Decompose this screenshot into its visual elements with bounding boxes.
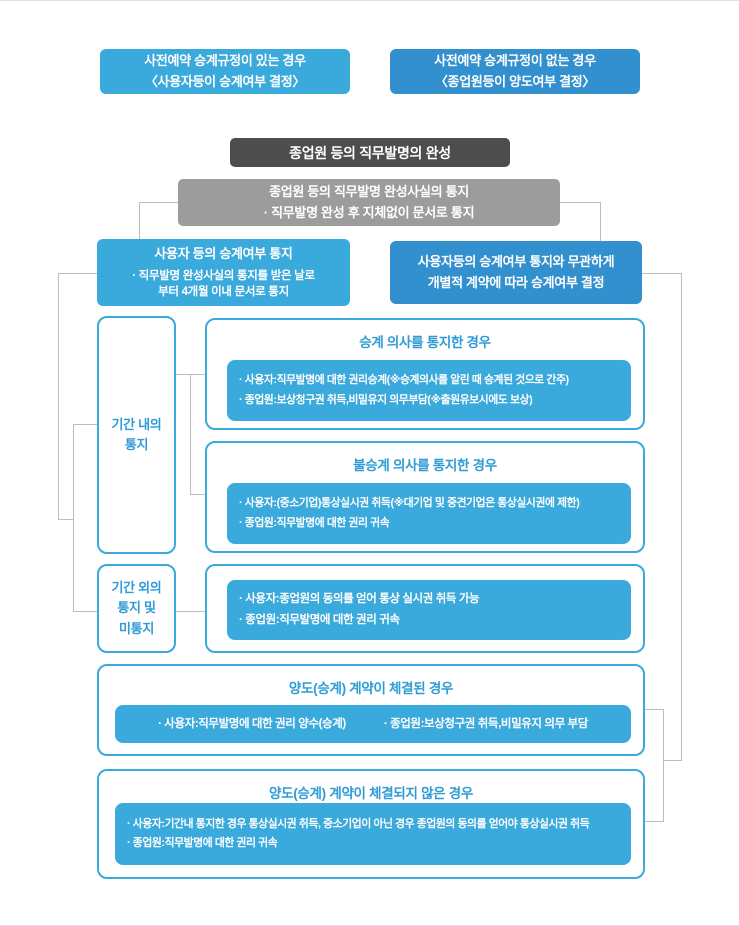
connector-independent-out-h [642,273,681,274]
label-notice-outside-period-line3: 미통지 [119,620,154,636]
contract-concluded-employee: · 종업원:보상청구권 취득,비밀유지 의무 부담 [383,717,588,730]
contract-not-concluded-employee: · 종업원:직무발명에 대한 권리 귀속 [127,837,278,849]
box-employer-notice-line1: · 직무발명 완성사실의 통지를 받은 날로 [132,269,315,282]
box-independent-decision: 사용자등의 승계여부 통지와 무관하게 개별적 계약에 따라 승계여부 결정 [390,241,642,304]
box-invention-completion: 종업원 등의 직무발명의 완성 [230,138,510,167]
box-employer-notice-line2: 부터 4개월 이내 문서로 통지 [158,286,289,299]
label-notice-within-period-line2: 통지 [124,437,149,452]
label-notice-within-period-line1: 기간 내의 [111,416,162,432]
section-succession-notified-title: 승계 의사를 통지한 경우 [359,335,491,350]
section-late-or-no-notice-detail: · 사용자:종업원의 동의를 얻어 통상 실시권 취득 가능 · 종업원:직무발… [227,580,631,640]
connector-left-rail-inner [73,424,74,612]
late-notice-employer: · 사용자:종업원의 동의를 얻어 통상 실시권 취득 가능 [239,593,480,606]
box-completion-notice-line1: 종업원 등의 직무발명 완성사실의 통지 [269,183,469,199]
section-contract-not-concluded-detail: · 사용자:기간내 통지한 경우 통상실시권 취득, 중소기업이 아닌 경우 종… [115,803,631,865]
connector-to-contract-no [645,821,663,822]
connector-right-rail-inner [663,709,664,822]
connector-period-out-to-late [176,611,205,612]
box-invention-completion-text: 종업원 등의 직무발명의 완성 [289,144,451,161]
connector-notice-right-v [600,202,601,241]
connector-to-period-in [73,424,97,425]
connector-employer-out-h [58,273,97,274]
section-contract-concluded-title: 양도(승계) 계약이 체결된 경우 [288,681,454,696]
connector-right-rail-join [663,760,681,761]
label-notice-within-period: 기간 내의 통지 [97,316,176,554]
connector-notice-right-h [560,202,600,203]
connector-left-rail-join [58,519,74,520]
section-succession-notified: 승계 의사를 통지한 경우 · 사용자:직무발명에 대한 권리승계(※승계의사를… [205,318,645,430]
box-completion-notice: 종업원 등의 직무발명 완성사실의 통지 · 직무발명 완성 후 지체없이 문서… [178,179,560,226]
section-contract-concluded: 양도(승계) 계약이 체결된 경우 · 사용자:직무발명에 대한 권리 양수(승… [97,664,645,756]
connector-mid-rail [190,374,191,494]
connector-to-period-out [73,611,97,612]
connector-left-rail-outer [58,273,59,519]
nonsuccession-notified-employer: · 사용자:(중소기업)통상실시권 취득(※대기업 및 중견기업은 통상실시권에… [239,497,580,510]
section-contract-concluded-detail: · 사용자:직무발명에 대한 권리 양수(승계) · 종업원:보상청구권 취득,… [115,705,631,743]
section-nonsuccession-notified: 불승계 의사를 통지한 경우 · 사용자:(중소기업)통상실시권 취득(※대기업… [205,441,645,553]
succession-notified-employee: · 종업원:보상청구권 취득,비밀유지 의무부담(※출원유보시에도 보상) [239,393,533,406]
connector-notice-left-v [139,202,140,239]
box-independent-decision-line2: 개별적 계약에 따라 승계여부 결정 [427,274,605,290]
section-late-or-no-notice: · 사용자:종업원의 동의를 얻어 통상 실시권 취득 가능 · 종업원:직무발… [205,564,645,653]
late-notice-employee: · 종업원:직무발명에 대한 권리 귀속 [239,614,400,626]
connector-notice-left-h [139,202,178,203]
box-employer-notice-title: 사용자 등의 승계여부 통지 [154,245,293,261]
box-employer-notice: 사용자 등의 승계여부 통지 · 직무발명 완성사실의 통지를 받은 날로 부터… [97,239,350,306]
connector-to-contract-yes [645,709,663,710]
label-notice-outside-period-line1: 기간 외의 [111,580,162,596]
section-nonsuccession-notified-title: 불승계 의사를 통지한 경우 [353,458,497,473]
box-reservation-exists-line1: 사전예약 승계규정이 있는 경우 [144,52,306,68]
label-notice-outside-period: 기간 외의 통지 및 미통지 [97,564,176,653]
box-completion-notice-line2: · 직무발명 완성 후 지체없이 문서로 통지 [263,204,475,220]
section-contract-not-concluded: 양도(승계) 계약이 체결되지 않은 경우 · 사용자:기간내 통지한 경우 통… [97,769,645,879]
succession-notified-employer: · 사용자:직무발명에 대한 권리승계(※승계의사를 알린 때 승계된 것으로 … [239,374,569,387]
box-reservation-none: 사전예약 승계규정이 없는 경우 〈종업원등이 양도여부 결정〉 [390,49,640,94]
label-notice-outside-period-line2: 통지 및 [117,600,156,616]
contract-concluded-employer: · 사용자:직무발명에 대한 권리 양수(승계) [158,717,346,730]
connector-right-rail-outer [681,273,682,761]
box-reservation-exists: 사전예약 승계규정이 있는 경우 〈사용자등이 승계여부 결정〉 [100,49,350,94]
section-nonsuccession-notified-detail: · 사용자:(중소기업)통상실시권 취득(※대기업 및 중견기업은 통상실시권에… [227,483,631,544]
nonsuccession-notified-employee: · 종업원:직무발명에 대한 권리 귀속 [239,516,390,529]
box-reservation-none-line2: 〈종업원등이 양도여부 결정〉 [434,73,596,89]
section-succession-notified-detail: · 사용자:직무발명에 대한 권리승계(※승계의사를 알린 때 승계된 것으로 … [227,360,631,421]
section-contract-not-concluded-title: 양도(승계) 계약이 체결되지 않은 경우 [269,786,473,801]
connector-mid-to-noninherit [190,494,205,495]
box-reservation-none-line1: 사전예약 승계규정이 없는 경우 [434,52,596,68]
contract-not-concluded-employer: · 사용자:기간내 통지한 경우 통상실시권 취득, 중소기업이 아닌 경우 종… [127,817,590,830]
box-independent-decision-line1: 사용자등의 승계여부 통지와 무관하게 [417,253,615,269]
box-reservation-exists-line2: 〈사용자등이 승계여부 결정〉 [144,73,306,89]
